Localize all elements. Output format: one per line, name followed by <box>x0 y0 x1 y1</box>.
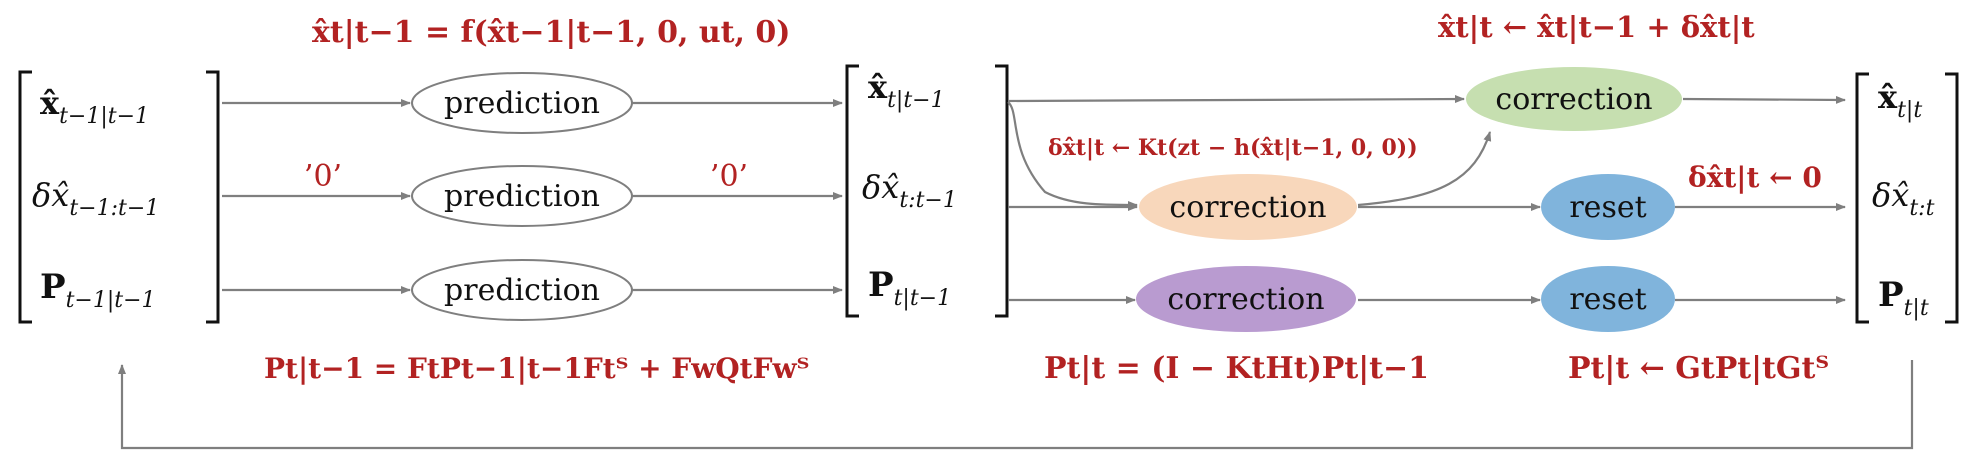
state-upd-cov: Pt|t <box>1878 275 1929 321</box>
state-prev-error: δx̂t−1:t−1 <box>32 176 159 221</box>
svg-text:prediction: prediction <box>444 179 600 214</box>
eq-error-correction: δx̂t|t ← Kt(zt − h(x̂t|t−1, 0, 0)) <box>1048 135 1418 161</box>
state-pred-error: δx̂t:t−1 <box>862 168 957 213</box>
state-pred-mean: x̂t|t−1 <box>868 68 945 113</box>
correction-node-cov: correction <box>1136 266 1356 332</box>
edge-error-correction-to-mean-correction <box>1357 131 1492 207</box>
zero-input-label: ’0’ <box>304 159 342 194</box>
svg-text:reset: reset <box>1569 282 1646 317</box>
bracket-left-pred <box>845 64 859 318</box>
bracket-right-prev <box>206 70 220 324</box>
bracket-right-upd <box>1945 72 1959 324</box>
eq-cov-prediction: Pt|t−1 = FtPt−1|t−1Ftᵀ + FwQtFwᵀ <box>264 352 809 385</box>
correction-node-error: correction <box>1139 174 1357 240</box>
svg-text:correction: correction <box>1495 82 1652 117</box>
eq-cov-reset: Pt|t ← GtPt|tGtᵀ <box>1568 351 1829 386</box>
reset-node-error: reset <box>1541 174 1675 240</box>
prediction-node-cov: prediction <box>411 259 633 321</box>
edge-mean-to-error-correction <box>1007 101 1138 209</box>
eq-mean-correction: x̂t|t ← x̂t|t−1 + δx̂t|t <box>1438 10 1755 44</box>
svg-text:prediction: prediction <box>444 86 600 121</box>
eq-cov-correction: Pt|t = (I − KtHt)Pt|t−1 <box>1044 351 1429 386</box>
bracket-left-upd <box>1855 72 1869 324</box>
eq-error-reset: δx̂t|t ← 0 <box>1688 161 1822 194</box>
state-upd-mean: x̂t|t <box>1878 78 1922 123</box>
svg-text:prediction: prediction <box>444 273 600 308</box>
state-prev-cov: Pt−1|t−1 <box>40 267 156 313</box>
bracket-left-prev <box>18 70 32 324</box>
feedback-loop-arrow <box>118 360 1914 450</box>
svg-text:correction: correction <box>1169 190 1326 225</box>
state-prev-mean: x̂t−1|t−1 <box>40 84 149 129</box>
svg-text:reset: reset <box>1569 190 1646 225</box>
svg-text:correction: correction <box>1167 282 1324 317</box>
bracket-right-pred <box>995 64 1009 318</box>
prediction-node-mean: prediction <box>411 72 633 134</box>
state-pred-cov: Pt|t−1 <box>868 265 951 311</box>
reset-node-cov: reset <box>1541 266 1675 332</box>
state-upd-error: δx̂t:t <box>1872 176 1935 221</box>
zero-output-label: ’0’ <box>710 159 748 194</box>
edge-correction-to-mean <box>1682 95 1846 104</box>
correction-node-mean: correction <box>1466 67 1682 131</box>
eq-mean-prediction: x̂t|t−1 = f(x̂t−1|t−1, 0, ut, 0) <box>312 15 790 50</box>
edge-mean-to-correction <box>1007 95 1465 104</box>
prediction-node-error: prediction <box>411 165 633 227</box>
